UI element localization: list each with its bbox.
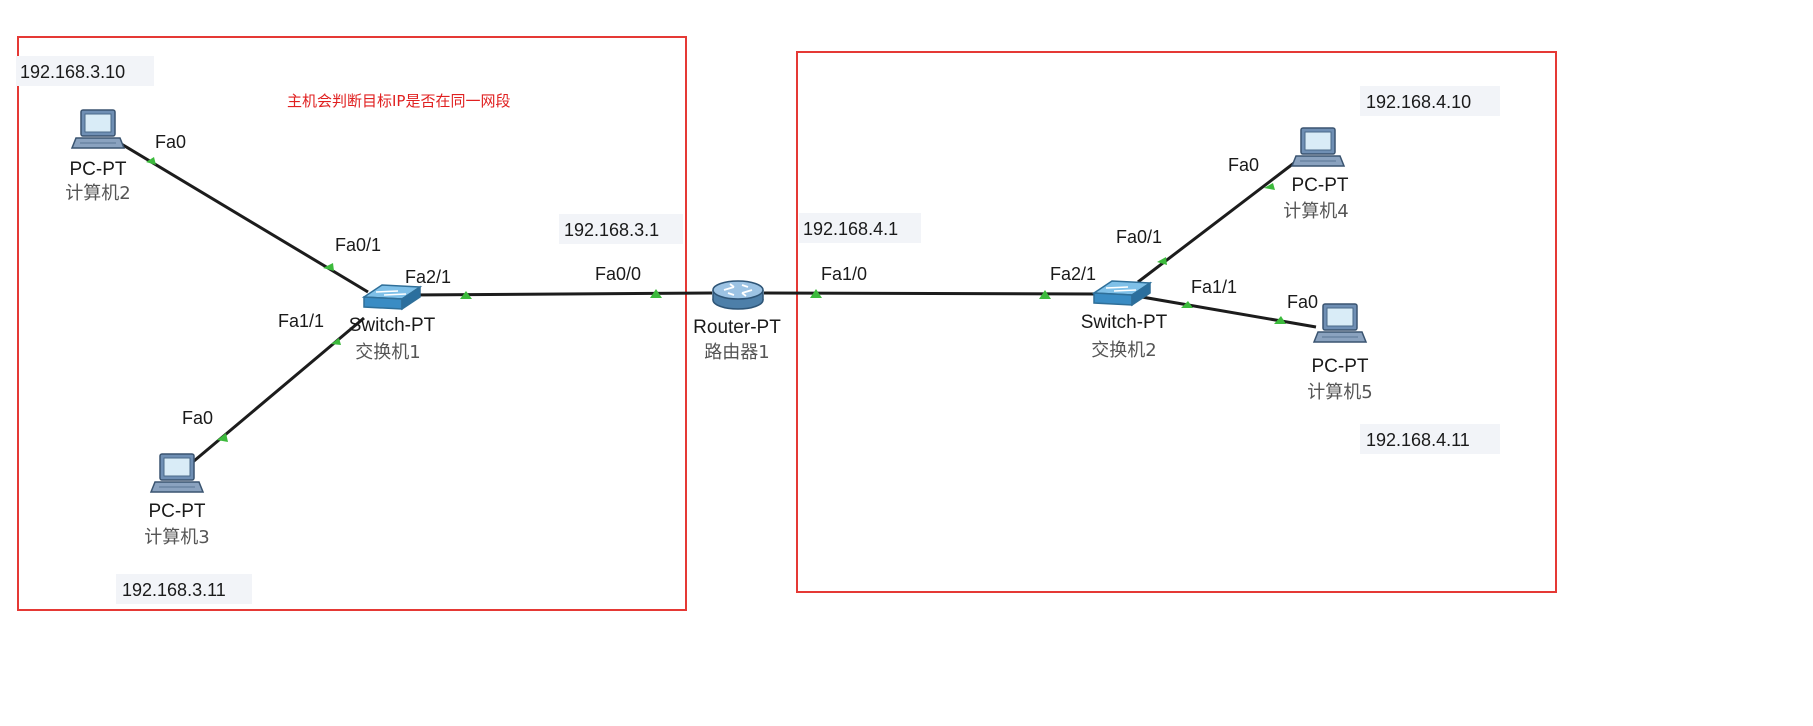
device-type-label: Router-PT [693,317,781,338]
device-type-label: PC-PT [149,501,206,522]
pc-icon [1313,303,1367,343]
port-indicator [1274,316,1286,324]
device-type-label: Switch-PT [1081,312,1168,333]
device-type-label: PC-PT [1292,175,1349,196]
device-name-label: 计算机2 [65,183,130,204]
link-router1-switch2 [763,291,1099,296]
port-label-pc4: Fa0 [1228,155,1259,175]
port-label-pc5: Fa0 [1287,292,1318,312]
svg-text:192.168.3.10: 192.168.3.10 [20,62,125,82]
port-indicator [331,338,341,345]
switch-icon [363,284,421,310]
device-name-label: 计算机5 [1307,382,1372,403]
device-name-label: 路由器1 [704,342,769,363]
link-switch1-router1 [407,291,713,297]
port-indicator [810,289,822,298]
device-router1[interactable]: Router-PT 路由器1 [693,280,781,363]
network-topology-diagram: 192.168.3.10 192.168.3.1 192.168.4.1 192… [16,36,1557,611]
port-label-switch2-fa21: Fa2/1 [1050,264,1096,284]
port-label-router-fa10: Fa1/0 [821,264,867,284]
port-indicator [1157,257,1167,265]
left-subnet-zone [17,36,687,611]
ip-label-pc3: 192.168.3.11 [116,574,252,604]
device-pc2[interactable]: PC-PT 计算机2 [65,109,131,204]
svg-text:192.168.3.1: 192.168.3.1 [564,220,659,240]
port-label-router-fa00: Fa0/0 [595,264,641,284]
device-switch2[interactable]: Switch-PT 交换机2 [1081,280,1168,361]
device-pc3[interactable]: PC-PT 计算机3 [144,453,210,548]
device-pc5[interactable]: PC-PT 计算机5 [1307,303,1373,403]
port-indicator [146,157,156,165]
right-subnet-zone [796,51,1557,593]
ip-label-router-left: 192.168.3.1 [559,214,683,244]
switch-icon [1093,280,1151,306]
port-label-switch2-fa11: Fa1/1 [1191,277,1237,297]
ip-label-pc5: 192.168.4.11 [1360,424,1500,454]
port-label-switch1-fa21: Fa2/1 [405,267,451,287]
port-indicator [323,263,334,271]
port-label-pc3: Fa0 [182,408,213,428]
port-indicator [1264,183,1275,190]
port-label-switch1-fa11: Fa1/1 [278,311,324,331]
device-pc4[interactable]: PC-PT 计算机4 [1283,127,1349,222]
router-icon [712,280,764,310]
port-indicator [460,291,472,299]
port-indicator [1181,301,1193,308]
device-switch1[interactable]: Switch-PT 交换机1 [349,284,436,363]
device-type-label: Switch-PT [349,315,436,336]
device-name-label: 计算机3 [144,527,209,548]
port-label-switch1-fa01: Fa0/1 [335,235,381,255]
ip-label-pc2: 192.168.3.10 [16,56,154,86]
pc-icon [71,109,125,149]
port-indicator [650,289,662,298]
link-switch2-pc5 [1141,295,1317,329]
svg-text:192.168.4.11: 192.168.4.11 [1366,430,1470,450]
svg-text:192.168.4.10: 192.168.4.10 [1366,92,1471,112]
device-name-label: 交换机2 [1091,340,1156,361]
port-indicator [217,433,228,442]
device-name-label: 交换机1 [355,342,420,363]
svg-text:192.168.4.1: 192.168.4.1 [803,219,898,239]
annotation-note: 主机会判断目标IP是否在同一网段 [287,92,510,110]
port-indicator [1039,290,1051,299]
svg-text:192.168.3.11: 192.168.3.11 [122,580,226,600]
device-type-label: PC-PT [70,159,127,180]
pc-icon [1291,127,1345,167]
ip-label-pc4: 192.168.4.10 [1360,86,1500,116]
ip-label-router-right: 192.168.4.1 [799,213,921,243]
port-label-pc2: Fa0 [155,132,186,152]
port-label-switch2-fa01: Fa0/1 [1116,227,1162,247]
device-type-label: PC-PT [1312,356,1369,377]
device-name-label: 计算机4 [1283,201,1348,222]
link-switch2-pc4 [1137,158,1299,284]
